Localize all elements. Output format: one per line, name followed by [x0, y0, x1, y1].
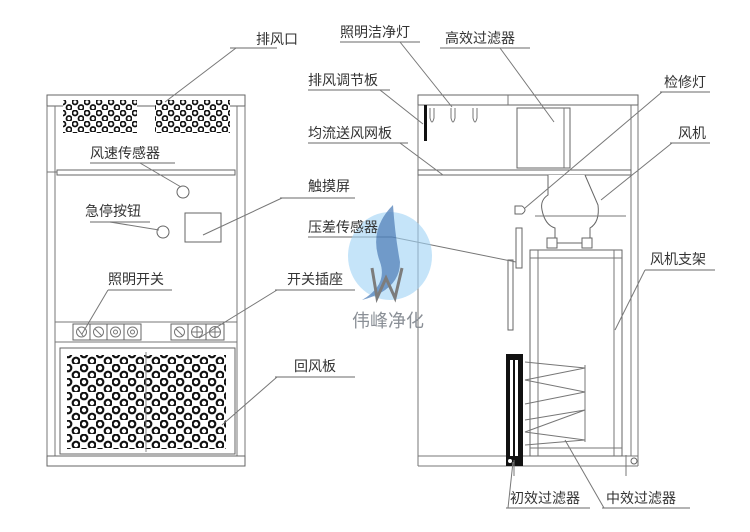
hepa-filter [516, 107, 571, 169]
fan-bracket [529, 249, 623, 457]
label-emergency-stop: 急停按钮 [85, 203, 141, 220]
label-return-air-panel: 回风板 [294, 359, 336, 375]
medium-filter [524, 361, 586, 446]
label-clean-light: 照明洁净灯 [340, 25, 410, 41]
front-view-cabinet [46, 94, 246, 467]
primary-filter [506, 354, 523, 466]
right-leaders [308, 41, 715, 509]
label-pressure-sensor: 压差传感器 [308, 219, 378, 236]
label-touch-screen: 触摸屏 [308, 179, 350, 195]
maintenance-light [514, 205, 526, 215]
label-fan: 风机 [678, 126, 706, 142]
fan [541, 174, 599, 244]
flow-plate [417, 169, 632, 176]
label-exhaust-damper: 排风调节板 [308, 73, 378, 89]
touch-screen [184, 212, 222, 243]
pressure-sensor [515, 227, 523, 269]
label-light-switch: 照明开关 [108, 272, 164, 288]
label-flow-plate: 均流送风网板 [308, 126, 392, 142]
label-hepa-filter: 高效过滤器 [445, 30, 515, 47]
emergency-stop-button [156, 225, 170, 239]
switch-socket-panel [170, 323, 225, 341]
light-switch-panel [72, 323, 142, 341]
clean-lights [429, 108, 478, 123]
side-view-cabinet [417, 94, 639, 476]
label-fan-bracket: 风机支架 [650, 252, 706, 268]
exhaust-grille-left [63, 100, 137, 133]
label-primary-filter: 初效过滤器 [510, 490, 580, 507]
label-airspeed-sensor: 风速传感器 [90, 145, 160, 162]
watermark-text: 伟峰净化 [352, 311, 424, 332]
airspeed-sensor [176, 185, 190, 199]
left-leaders [81, 47, 355, 426]
label-switch-socket: 开关插座 [287, 272, 343, 288]
watermark-logo [348, 205, 432, 304]
label-exhaust-outlet: 排风口 [256, 32, 298, 48]
label-medium-filter: 中效过滤器 [606, 491, 676, 507]
exhaust-grille-right [155, 100, 230, 133]
label-maintenance-light: 检修灯 [664, 75, 706, 91]
exhaust-damper [424, 105, 427, 141]
